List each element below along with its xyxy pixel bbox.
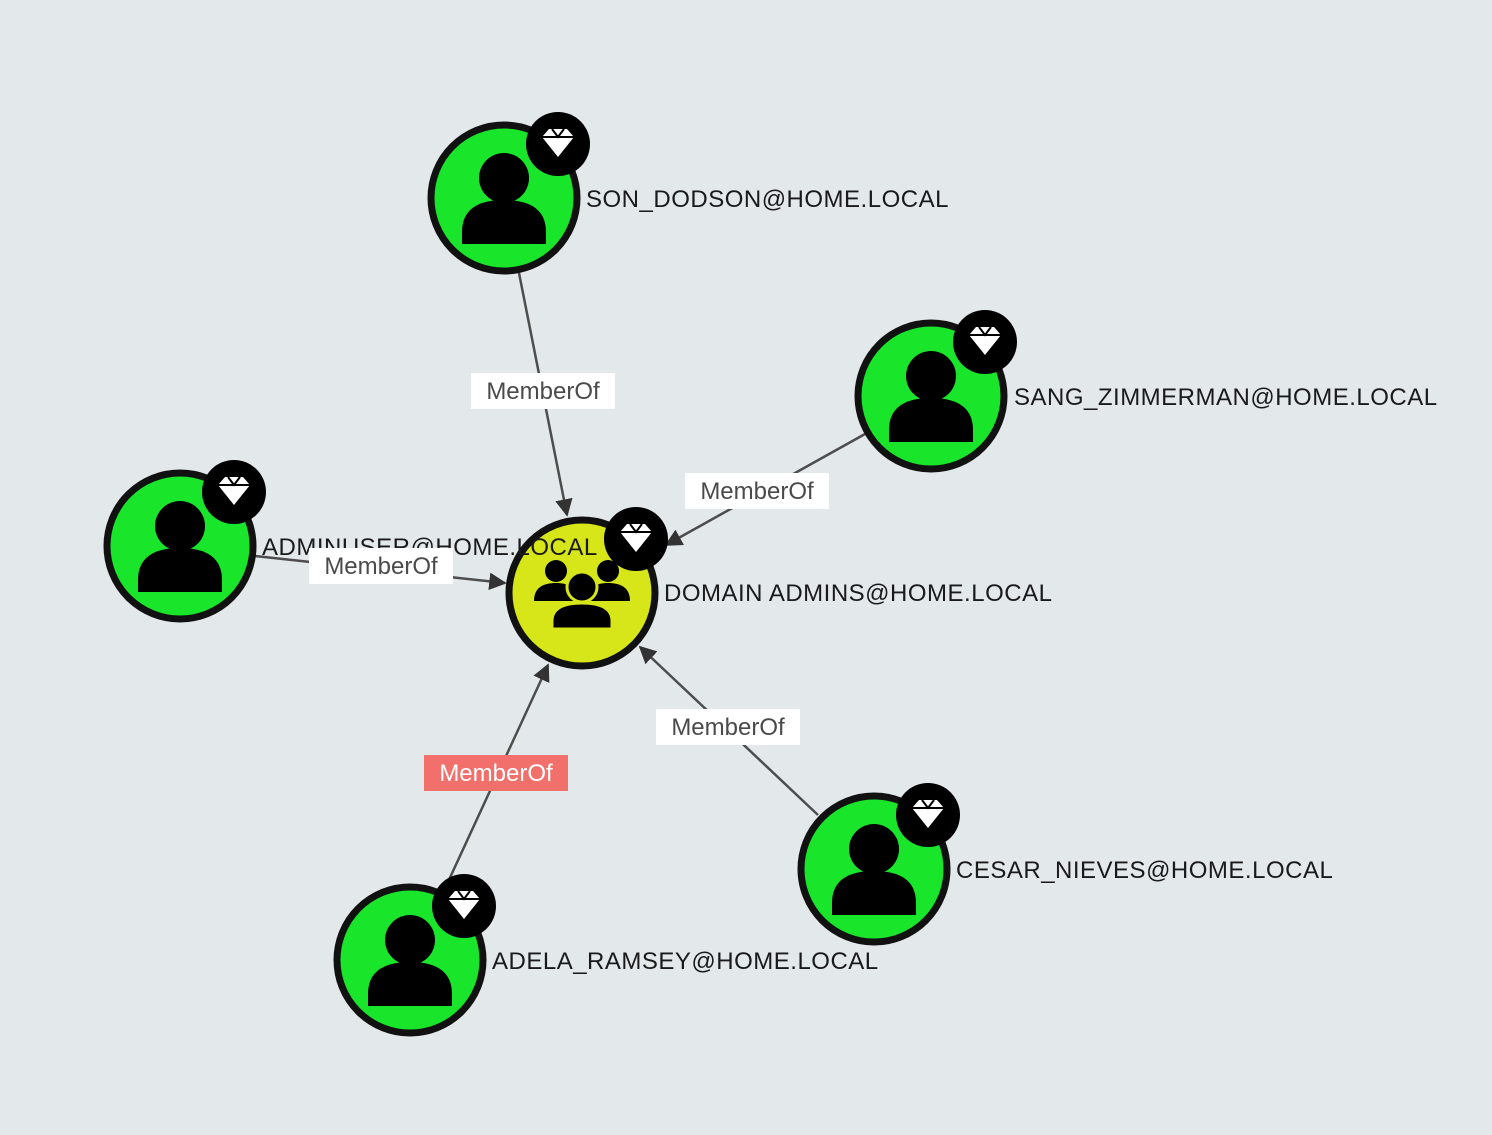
edge-label[interactable]: MemberOf (685, 473, 829, 509)
edge-label-text: MemberOf (671, 714, 785, 741)
edge-label-background (471, 373, 615, 409)
edge-label-highlighted[interactable]: MemberOf (424, 755, 568, 791)
user-node[interactable]: CESAR_NIEVES@HOME.LOCAL (797, 783, 1333, 946)
high-value-badge (202, 460, 266, 524)
node-label: ADELA_RAMSEY@HOME.LOCAL (492, 948, 879, 975)
edge-label[interactable]: MemberOf (309, 548, 453, 584)
high-value-badge (604, 507, 668, 571)
edge-label-background (424, 755, 568, 791)
edge-label-text: MemberOf (486, 378, 600, 405)
group-node[interactable]: DOMAIN ADMINS@HOME.LOCAL (505, 507, 1052, 670)
node-label: SON_DODSON@HOME.LOCAL (586, 186, 949, 213)
node-label: SANG_ZIMMERMAN@HOME.LOCAL (1014, 384, 1438, 411)
high-value-badge (896, 783, 960, 847)
edge-label-text: MemberOf (700, 478, 814, 505)
edge-label-background (309, 548, 453, 584)
high-value-badge (526, 112, 590, 176)
user-node[interactable]: ADELA_RAMSEY@HOME.LOCAL (333, 874, 879, 1037)
edge-label-text: MemberOf (439, 760, 553, 787)
edge-label-background (656, 709, 800, 745)
edge-label-text: MemberOf (324, 553, 438, 580)
high-value-badge (953, 310, 1017, 374)
edge-label[interactable]: MemberOf (656, 709, 800, 745)
user-node[interactable]: SANG_ZIMMERMAN@HOME.LOCAL (854, 310, 1438, 473)
node-label: DOMAIN ADMINS@HOME.LOCAL (664, 580, 1052, 607)
nodes-layer: DOMAIN ADMINS@HOME.LOCAL SON_DODSON@HOME.… (103, 112, 1438, 1037)
node-label: CESAR_NIEVES@HOME.LOCAL (956, 857, 1333, 884)
user-node[interactable]: SON_DODSON@HOME.LOCAL (427, 112, 949, 275)
edge-label-background (685, 473, 829, 509)
high-value-badge (432, 874, 496, 938)
edge-label[interactable]: MemberOf (471, 373, 615, 409)
